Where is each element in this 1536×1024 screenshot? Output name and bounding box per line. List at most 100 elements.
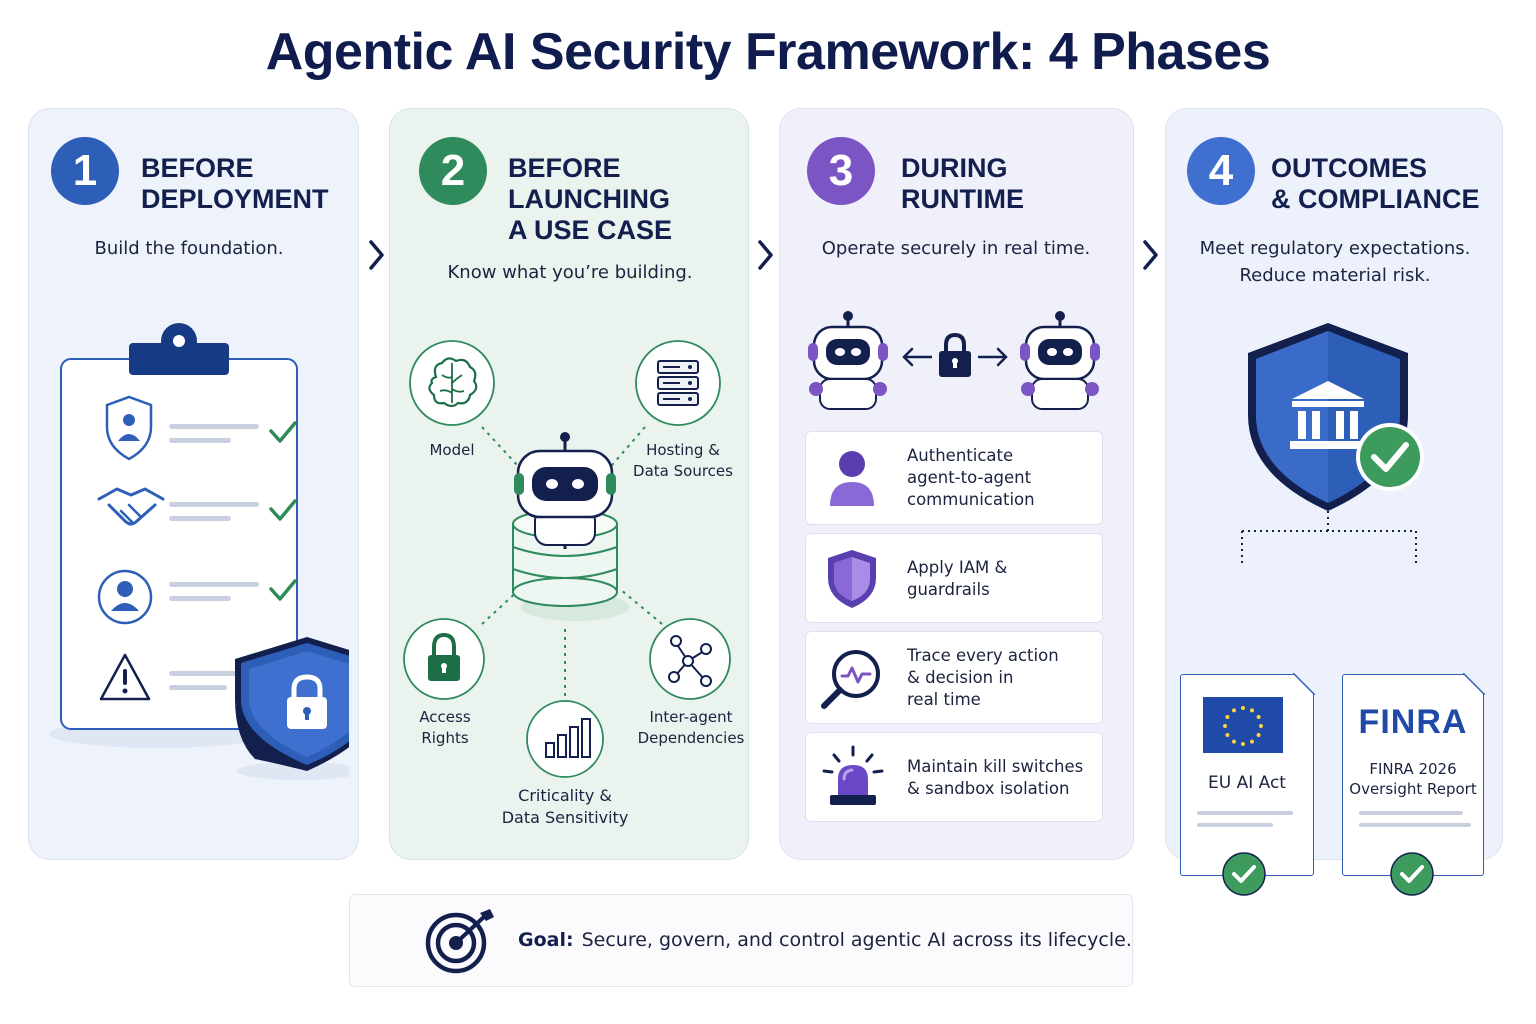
- phase-2-subtitle-line: Know what you’re building.: [447, 262, 693, 283]
- phase-3-title-line: DURING: [901, 153, 1008, 183]
- text-line-placeholder: [1197, 823, 1273, 827]
- chevron-right-icon: [369, 240, 384, 270]
- phase-2-number-badge: 2: [419, 137, 487, 205]
- node-label-line: Dependencies: [637, 729, 745, 747]
- network-icon: [649, 618, 731, 700]
- node-label-line: Data Sources: [633, 462, 733, 480]
- finra-report-document: FINRA FINRA 2026 Oversight Report: [1342, 673, 1485, 896]
- bar-chart-icon: [526, 700, 604, 778]
- phase-4-title-line: OUTCOMES: [1271, 153, 1428, 183]
- check-circle-icon: [1390, 852, 1434, 896]
- phase-1-subtitle-line: Build the foundation.: [94, 238, 284, 259]
- secure-channel-lock-icon: [902, 332, 1008, 377]
- phase-4-title-line: & COMPLIANCE: [1271, 184, 1480, 214]
- phase-2-title-line: LAUNCHING: [508, 184, 670, 214]
- chevron-right-icon: [1143, 240, 1158, 270]
- runtime-action-card: Trace every action & decision in real ti…: [805, 631, 1103, 724]
- runtime-action-line: & sandbox isolation: [907, 779, 1070, 798]
- goal-statement: Secure, govern, and control agentic AI a…: [581, 929, 1132, 951]
- node-label-line: Model: [429, 441, 475, 459]
- runtime-action-text: Trace every action & decision in real ti…: [907, 645, 1059, 711]
- page-title: Agentic AI Security Framework: 4 Phases: [265, 23, 1271, 81]
- node-label-model: Model: [412, 440, 492, 461]
- phase-1-number-badge: 1: [51, 137, 119, 205]
- page-corner-icon: [1463, 673, 1485, 695]
- doc-label-line: Oversight Report: [1349, 780, 1477, 798]
- brain-icon: [409, 340, 495, 426]
- doc-label-line: EU AI Act: [1208, 773, 1286, 793]
- phase-3-number-badge: 3: [807, 137, 875, 205]
- text-line-placeholder: [1359, 823, 1471, 827]
- runtime-action-card: Maintain kill switches & sandbox isolati…: [805, 732, 1103, 822]
- page-corner-icon: [1293, 673, 1315, 695]
- chevron-right-icon: [758, 240, 773, 270]
- node-label-line: Data Sensitivity: [501, 808, 629, 827]
- phase-2-subtitle: Know what you’re building.: [390, 259, 750, 286]
- lock-shield-icon: [235, 637, 349, 780]
- doc-label-line: FINRA 2026: [1369, 760, 1457, 778]
- runtime-action-line: Trace every action: [907, 646, 1059, 665]
- phase-2-panel: 2 BEFORE LAUNCHING A USE CASE Know what …: [389, 108, 749, 860]
- check-circle-icon: [1222, 852, 1266, 896]
- runtime-action-line: agent-to-agent: [907, 468, 1032, 487]
- user-icon: [97, 569, 153, 625]
- runtime-action-line: Authenticate: [907, 446, 1014, 465]
- phase-4-subtitle: Meet regulatory expectations. Reduce mat…: [1166, 235, 1504, 289]
- goal-text: Goal: Secure, govern, and control agentic…: [518, 929, 1132, 951]
- bank-icon: [1290, 381, 1366, 449]
- runtime-action-line: Maintain kill switches: [907, 757, 1084, 776]
- finra-report-label: FINRA 2026 Oversight Report: [1343, 759, 1483, 799]
- eu-flag-icon: [1203, 697, 1283, 753]
- phase-3-title: DURING RUNTIME: [901, 153, 1024, 215]
- target-icon: [425, 909, 494, 974]
- phase-1-subtitle: Build the foundation.: [29, 235, 349, 262]
- phase-4-title: OUTCOMES & COMPLIANCE: [1271, 153, 1480, 215]
- runtime-action-card: Apply IAM & guardrails: [805, 533, 1103, 623]
- phase-1-panel: 1 BEFORE DEPLOYMENT Build the foundation…: [28, 108, 359, 860]
- check-circle-icon: [1356, 423, 1424, 491]
- goal-banner: Goal: Secure, govern, and control agentic…: [349, 894, 1133, 987]
- goal-label: Goal:: [518, 929, 574, 951]
- warning-icon: [99, 653, 151, 701]
- phase-1-title-line: DEPLOYMENT: [141, 184, 329, 214]
- robot-icon: [514, 432, 616, 549]
- text-line-placeholder: [1359, 811, 1463, 815]
- phase-2-title-line: BEFORE: [508, 153, 621, 183]
- runtime-action-text: Maintain kill switches & sandbox isolati…: [907, 756, 1083, 800]
- magnifier-pulse-icon: [821, 650, 880, 709]
- phase-4-number-badge: 4: [1187, 137, 1255, 205]
- node-label-line: Inter-agent: [649, 708, 733, 726]
- phase-3-title-line: RUNTIME: [901, 184, 1024, 214]
- text-line-placeholder: [1197, 811, 1293, 815]
- phase-2-title: BEFORE LAUNCHING A USE CASE: [508, 153, 672, 246]
- phase-1-title: BEFORE DEPLOYMENT: [141, 153, 329, 215]
- shield-icon: [828, 550, 876, 608]
- runtime-action-line: Apply IAM &: [907, 558, 1008, 577]
- phase-4-subtitle-line: Meet regulatory expectations.: [1199, 238, 1471, 259]
- runtime-action-line: guardrails: [907, 580, 990, 599]
- node-label-line: Rights: [421, 729, 469, 747]
- node-label-criticality: Criticality & Data Sensitivity: [485, 785, 645, 829]
- finra-logo-icon: FINRA: [1358, 703, 1468, 741]
- node-label-inter-agent: Inter-agent Dependencies: [626, 707, 756, 749]
- phase-4-panel: 4 OUTCOMES & COMPLIANCE Meet regulatory …: [1165, 108, 1504, 896]
- padlock-icon: [403, 618, 485, 700]
- runtime-action-line: & decision in: [907, 668, 1014, 687]
- runtime-action-card: Authenticate agent-to-agent communicatio…: [805, 431, 1103, 525]
- phase-1-title-line: BEFORE: [141, 153, 254, 183]
- compliance-shield-icon: [1241, 323, 1424, 564]
- node-label-line: Criticality &: [518, 786, 612, 805]
- clipboard-icon: [49, 323, 349, 780]
- runtime-action-line: real time: [907, 690, 981, 709]
- phase-3-panel: 3 DURING RUNTIME Operate securely in rea…: [779, 108, 1134, 860]
- phase-3-subtitle-line: Operate securely in real time.: [821, 238, 1091, 259]
- runtime-action-text: Apply IAM & guardrails: [907, 557, 1007, 601]
- runtime-action-text: Authenticate agent-to-agent communicatio…: [907, 445, 1035, 511]
- node-label-access: Access Rights: [400, 707, 490, 749]
- handshake-icon: [97, 487, 165, 526]
- robot-icon: [808, 311, 888, 410]
- server-icon: [635, 340, 721, 426]
- shield-person-icon: [105, 395, 153, 461]
- alarm-light-icon: [822, 745, 884, 805]
- eu-ai-act-document: EU AI Act: [1180, 673, 1315, 896]
